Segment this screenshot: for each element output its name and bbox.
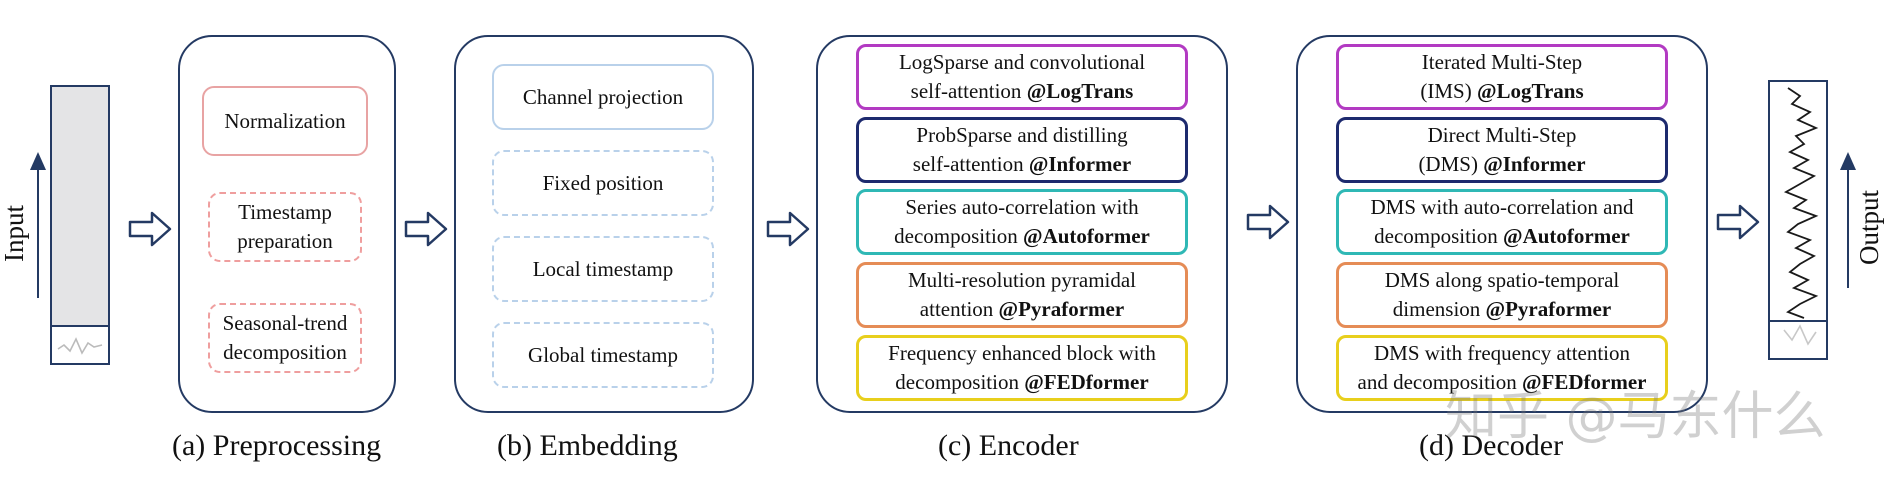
channel-projection-box: Channel projection bbox=[492, 64, 714, 130]
input-label: Input bbox=[0, 205, 29, 262]
input-series-box bbox=[50, 85, 110, 365]
preprocessing-panel: Normalization Timestamp preparation Seas… bbox=[178, 35, 396, 413]
normalization-box: Normalization bbox=[202, 86, 368, 156]
decoder-caption: (d) Decoder bbox=[1419, 429, 1564, 462]
input-up-arrow-icon bbox=[30, 152, 46, 298]
decoder-item-logtrans: Iterated Multi-Step(IMS) @LogTrans bbox=[1336, 44, 1668, 110]
watermark-text: 知乎 @马东什么 bbox=[1445, 387, 1826, 447]
global-timestamp-box: Global timestamp bbox=[492, 322, 714, 388]
right-hollow-arrow-icon bbox=[1716, 204, 1760, 240]
right-hollow-arrow-icon bbox=[766, 211, 810, 247]
decoder-panel: Iterated Multi-Step(IMS) @LogTrans Direc… bbox=[1296, 35, 1708, 413]
local-timestamp-box: Local timestamp bbox=[492, 236, 714, 302]
decoder-item-informer: Direct Multi-Step(DMS) @Informer bbox=[1336, 117, 1668, 183]
output-series-icon bbox=[1783, 87, 1819, 346]
output-up-arrow-icon bbox=[1840, 152, 1856, 288]
seasonal-trend-box: Seasonal-trend decomposition bbox=[208, 303, 362, 373]
embedding-caption: (b) Embedding bbox=[497, 429, 678, 462]
right-hollow-arrow-icon bbox=[404, 211, 448, 247]
input-series-icon bbox=[57, 337, 103, 355]
preprocessing-caption: (a) Preprocessing bbox=[172, 429, 382, 462]
output-label: Output bbox=[1854, 189, 1885, 266]
output-series-box bbox=[1768, 80, 1828, 360]
right-hollow-arrow-icon bbox=[1246, 204, 1290, 240]
embedding-panel: Channel projection Fixed position Local … bbox=[454, 35, 754, 413]
timestamp-preparation-box: Timestamp preparation bbox=[208, 192, 362, 262]
fixed-position-box: Fixed position bbox=[492, 150, 714, 216]
encoder-caption: (c) Encoder bbox=[938, 429, 1079, 462]
right-hollow-arrow-icon bbox=[128, 211, 172, 247]
